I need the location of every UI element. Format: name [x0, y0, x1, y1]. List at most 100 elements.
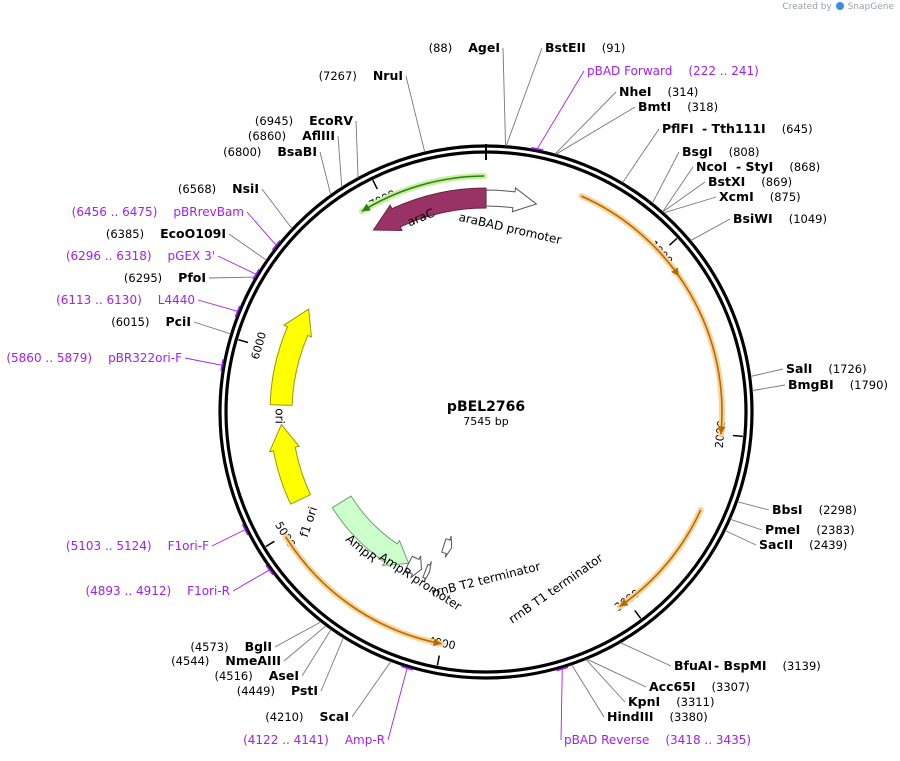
feature-ampr [331, 495, 410, 567]
feature-label-ori: ori [273, 408, 287, 424]
primer-leader [246, 211, 277, 246]
site-name: - StyI [736, 159, 773, 174]
site-name: BstEII [545, 40, 586, 55]
site-leader [663, 196, 717, 214]
primer-f1ori-f: (5103 .. 5124) F1ori-F [66, 535, 209, 554]
site-position: (1049) [789, 212, 827, 226]
site-bsteii: BstEII (91) [545, 37, 625, 56]
site-leader [351, 661, 392, 718]
primer-range: (3418 .. 3435) [665, 733, 751, 747]
tick-mark [265, 540, 275, 548]
primer-leader [387, 668, 408, 741]
primer-binding-mark [252, 268, 260, 280]
site-ncoi: NcoI [696, 159, 727, 174]
site-position: (2383) [816, 523, 854, 537]
site-position: (3380) [670, 710, 708, 724]
site-name: SacII [759, 537, 793, 552]
orf-arrowhead [432, 638, 442, 647]
site-name: AflIII [302, 128, 335, 143]
feature-label-rrnb-t1-terminator: rrnB T1 terminator [506, 551, 606, 627]
site-sali: SalI (1726) [786, 358, 867, 377]
site-leader [208, 276, 256, 279]
site-position: (3139) [783, 659, 821, 673]
primer-name: L4440 [158, 293, 195, 307]
site-leader [585, 659, 626, 703]
primer-leader [217, 255, 257, 275]
site-leader [283, 625, 327, 662]
feature-rrnb-t2-terminator [422, 561, 432, 583]
site-position: (6015) [111, 315, 149, 329]
site-bstxi: BstXI (869) [708, 171, 792, 190]
primer-name: Amp-R [345, 733, 385, 747]
site-name: AseI [269, 668, 299, 683]
site-leader [730, 518, 763, 531]
site-leader [554, 91, 617, 155]
feature-arcs [282, 173, 726, 647]
site-name: BmgBI [788, 377, 834, 392]
feature-label-arabad-promoter: araBAD promoter [457, 210, 562, 247]
primer-amp-r: (4122 .. 4141) Amp-R [243, 729, 385, 748]
site-position: (4573) [190, 640, 228, 654]
feature-arac [372, 187, 487, 232]
primer-range: (4122 .. 4141) [243, 733, 329, 747]
site-name: NsiI [232, 181, 259, 196]
primer-range: (6113 .. 6130) [56, 293, 142, 307]
primer-leader [536, 70, 585, 150]
plasmid-name: pBEL2766 [447, 399, 525, 415]
site-leader [725, 530, 757, 546]
site-name: BsaBI [277, 144, 317, 159]
snapgene-logo-icon [835, 2, 844, 10]
primer-binding-mark [265, 564, 274, 576]
site-name: BglI [245, 639, 272, 654]
site-name: - BspMI [714, 658, 767, 673]
site-name: PstI [291, 683, 318, 698]
primer-range: (5860 .. 5879) [6, 351, 92, 365]
site-styi: - StyI (868) [736, 156, 820, 175]
credit-prefix: Created by [782, 2, 832, 12]
orf-arc [619, 509, 702, 608]
feature-f1-ori [268, 423, 312, 505]
site-position: (6860) [248, 129, 286, 143]
site-position: (869) [761, 175, 792, 189]
site-bmti: BmtI (318) [638, 96, 718, 115]
site-leader [750, 368, 784, 377]
orf-arrowhead [619, 598, 629, 607]
site-position: (6800) [223, 145, 261, 159]
primer-range: (6456 .. 6475) [72, 205, 158, 219]
primer-range: (4893 .. 4912) [85, 584, 171, 598]
feature-rrnb-t1-terminator [441, 536, 453, 558]
primer-range: (222 .. 241) [688, 64, 758, 78]
site-position: (6385) [106, 227, 144, 241]
site-leader [320, 637, 344, 692]
site-nmeaiii: (4544) NmeAIII [171, 650, 281, 669]
site-leader [752, 384, 786, 392]
feature-ampr-promoter [404, 555, 422, 579]
site-position: (875) [770, 190, 801, 204]
site-name: PfoI [178, 270, 206, 285]
plasmid-length: 7545 bp [463, 415, 508, 428]
tick-mark [436, 655, 441, 666]
primer-leader [232, 569, 270, 592]
site-leader [662, 181, 706, 213]
site-pflfi: PflFI [662, 121, 694, 136]
primer-binding-mark [220, 359, 224, 372]
primer-name: pBRrevBam [173, 205, 244, 219]
primer-l4440: (6113 .. 6130) L4440 [56, 289, 195, 308]
site-name: PflFI [662, 121, 694, 136]
site-bfuai: BfuAI [674, 658, 712, 673]
site-name: KpnI [628, 694, 660, 709]
site-sacii: SacII (2439) [759, 534, 847, 553]
feature-ori [269, 308, 313, 406]
tick-mark [732, 434, 743, 438]
site-name: ScaI [320, 709, 350, 724]
site-nsii: (6568) NsiI [178, 178, 259, 197]
site-position: (3311) [676, 695, 714, 709]
primer-binding-mark [556, 666, 569, 672]
primer-name: F1ori-R [187, 584, 230, 598]
site-bmgbi: BmgBI (1790) [788, 374, 888, 393]
site-ecoo109i: (6385) EcoO109I [106, 223, 226, 242]
site-leader [586, 658, 647, 688]
site-position: (4516) [215, 669, 253, 683]
